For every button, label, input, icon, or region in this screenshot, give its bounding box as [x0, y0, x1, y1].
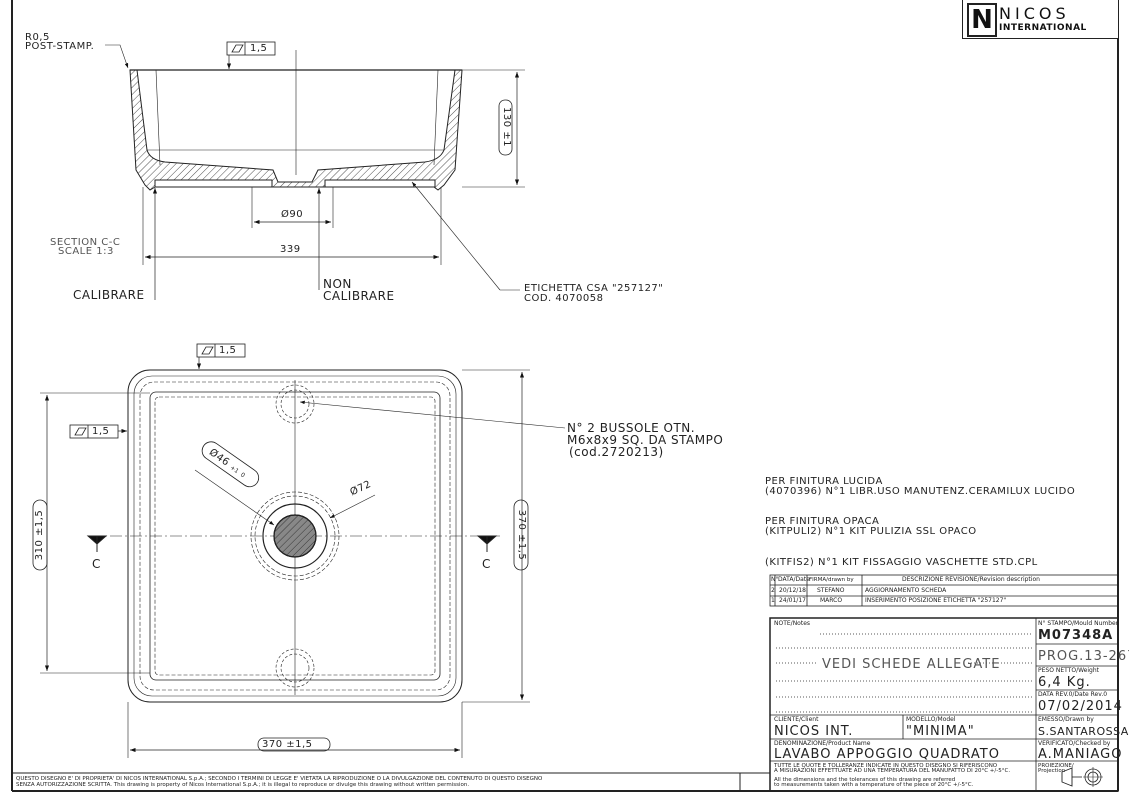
product-value: LAVABO APPOGGIO QUADRATO	[774, 747, 1000, 762]
projection-label-1: PROIEZIONE/	[1038, 763, 1074, 769]
checked-label: VERIFICATO/Checked by	[1038, 740, 1111, 747]
tolerance-it-2: A MISURAZIONI EFFETTUATE AD UNA TEMPERAT…	[774, 768, 1011, 774]
title-block-grid	[769, 617, 1119, 792]
drain-dim: Ø90	[281, 209, 304, 220]
nicos-logo: N NICOS INTERNATIONAL	[962, 0, 1119, 39]
rev-row-2-desc: AGGIORNAMENTO SCHEDA	[865, 587, 947, 594]
product-label: DENOMINAZIONE/Product Name	[774, 740, 871, 747]
matte-item: (KITPULI2) N°1 KIT PULIZIA SSL OPACO	[765, 526, 977, 537]
model-value: "MINIMA"	[906, 724, 975, 739]
bottom-dim: 370 ±1,5	[262, 739, 313, 750]
section-title: SECTION C-C	[50, 237, 121, 248]
notes-text: VEDI SCHEDE ALLEGATE	[822, 657, 1001, 672]
model-label: MODELLO/Model	[906, 716, 956, 723]
rev-row-1-desc: INSERIMENTO POSIZIONE ETICHETTA "257127"	[865, 597, 1007, 604]
flatness-value-section: 1,5	[250, 43, 268, 54]
notes-label: NOTE/Notes	[774, 620, 811, 627]
section-scale: SCALE 1:3	[58, 246, 114, 257]
rev-header-desc: DESCRIZIONE REVISIONE/Revision descripti…	[902, 576, 1040, 583]
rev-header-no: N°	[771, 576, 779, 583]
section-view	[105, 41, 525, 300]
radius-note-2: POST-STAMP.	[25, 41, 95, 52]
footer-line-1: QUESTO DISEGNO E' DI PROPRIETA' DI NICOS…	[16, 776, 543, 782]
non-calibrare-1: NON	[323, 277, 352, 291]
rev-row-1-no: 1	[771, 597, 775, 604]
matte-title: PER FINITURA OPACA	[765, 516, 880, 527]
footer-line-2: SENZA AUTORIZZAZIONE SCRITTA. This drawi…	[16, 782, 470, 788]
date-value: 07/02/2014	[1038, 699, 1123, 714]
mould-label: N° STAMPO/Mould Number	[1038, 620, 1119, 627]
weight-value: 6,4 Kg.	[1038, 675, 1091, 690]
client-label: CLIENTE/Client	[774, 716, 819, 723]
bushing-note-3: (cod.2720213)	[569, 445, 664, 459]
height-dim: 130 ±1	[501, 106, 512, 147]
tolerance-it-1: TUTTE LE QUOTE E TOLLERANZE INDICATE IN …	[774, 763, 998, 769]
logo-sub: INTERNATIONAL	[999, 23, 1087, 33]
left-dim: 310 ±1,5	[34, 509, 45, 561]
projection-label-2: Projection	[1038, 768, 1066, 774]
label-note-1: ETICHETTA CSA "257127"	[524, 283, 664, 294]
non-calibrare-2: CALIBRARE	[323, 289, 395, 303]
section-mark-left: C	[92, 557, 101, 571]
label-note-2: COD. 4070058	[524, 293, 604, 304]
drawn-label: EMESSO/Drawn by	[1038, 716, 1094, 723]
radius-note: R0,5	[25, 32, 50, 43]
glossy-title: PER FINITURA LUCIDA	[765, 476, 883, 487]
rev-header-drawn: FIRMA/drawn by	[809, 577, 854, 583]
width-dim: 339	[280, 244, 301, 255]
weight-label: PESO NETTO/Weight	[1038, 667, 1099, 674]
bushing-note-1: N° 2 BUSSOLE OTN.	[567, 421, 696, 435]
mould-value: M07348A	[1038, 628, 1114, 643]
flatness-value-top: 1,5	[219, 345, 237, 356]
fixing-item: (KITFIS2) N°1 KIT FISSAGGIO VASCHETTE ST…	[765, 557, 1038, 568]
revision-table-grid	[769, 574, 1119, 607]
rev-row-1-drawn: MARCO	[820, 597, 843, 604]
glossy-item: (4070396) N°1 LIBR.USO MANUTENZ.CERAMILU…	[765, 486, 1076, 497]
rev-row-2-drawn: STEFANO	[817, 587, 845, 594]
rev-header-date: DATA/Date	[778, 576, 810, 583]
prog-value: PROG.13-267	[1038, 649, 1129, 664]
notes-dotted-lines	[776, 633, 1032, 713]
calibrare-label: CALIBRARE	[73, 288, 145, 302]
right-dim: 370 ±1,5	[516, 509, 527, 561]
tolerance-en-1: All the dimensions and the tolerances of…	[774, 777, 956, 783]
client-value: NICOS INT.	[774, 724, 854, 739]
tolerance-en-2: to measurements taken with a temperature…	[774, 782, 974, 788]
rev-row-2-date: 20/12/18	[779, 587, 806, 594]
logo-brand: NICOS	[999, 4, 1070, 23]
bushing-note-2: M6x8x9 SQ. DA STAMPO	[567, 433, 724, 447]
plan-view	[32, 343, 566, 758]
section-mark-right: C	[482, 557, 491, 571]
logo-mark: N	[967, 3, 997, 37]
drawn-value: S.SANTAROSSA	[1038, 725, 1129, 738]
rev-row-2-no: 2	[771, 587, 775, 594]
flatness-value-left: 1,5	[92, 426, 110, 437]
checked-value: A.MANIAGO	[1038, 747, 1123, 762]
date-label: DATA REV.0/Date Rev.0	[1038, 691, 1108, 698]
rev-row-1-date: 24/01/17	[779, 597, 806, 604]
